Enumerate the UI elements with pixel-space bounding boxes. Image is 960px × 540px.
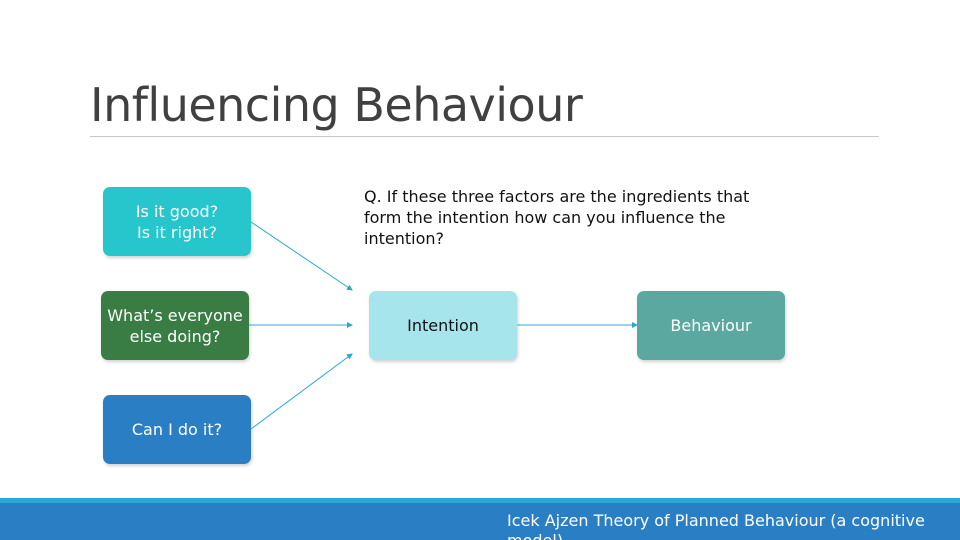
node-can-i-do-it-label: Can I do it? <box>131 420 223 439</box>
title-divider <box>90 136 879 137</box>
node-intention-label: Intention <box>407 316 479 335</box>
node-is-it-good: Is it good? Is it right? <box>103 187 251 256</box>
node-can-i-do-it: Can I do it? <box>103 395 251 464</box>
arrow-good-to-intention <box>250 221 353 291</box>
node-is-it-good-label: Is it good? Is it right? <box>135 201 219 242</box>
node-behaviour: Behaviour <box>637 291 785 360</box>
footer-accent-line <box>0 498 960 503</box>
footer-citation: Icek Ajzen Theory of Planned Behaviour (… <box>507 511 925 540</box>
node-intention: Intention <box>369 291 517 360</box>
slide-title: Influencing Behaviour <box>90 78 583 132</box>
arrow-can-do-to-intention <box>250 353 353 430</box>
question-text: Q. If these three factors are the ingred… <box>364 187 750 248</box>
node-everyone-else: What’s everyone else doing? <box>101 291 249 360</box>
footer-bar: Icek Ajzen Theory of Planned Behaviour (… <box>0 503 960 540</box>
node-behaviour-label: Behaviour <box>670 316 752 335</box>
node-everyone-else-label: What’s everyone else doing? <box>107 305 243 346</box>
